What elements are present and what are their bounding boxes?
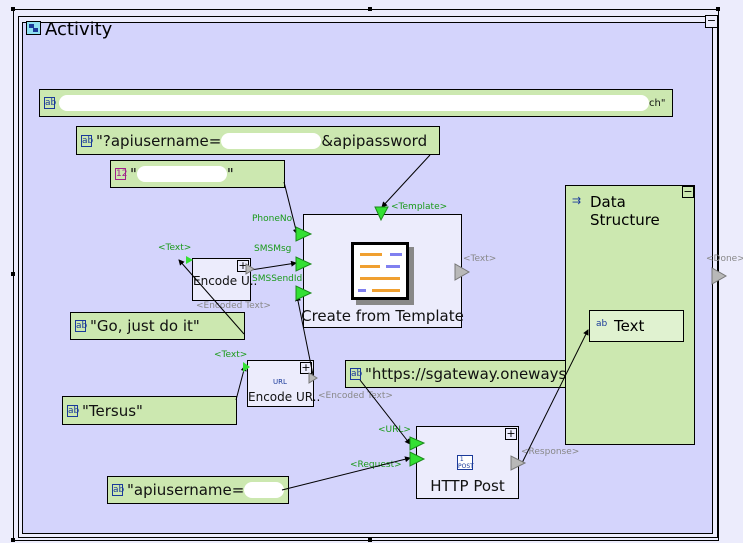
node-title: HTTP Post [430,477,505,495]
input-port-url [409,436,426,451]
flow-line [381,154,431,208]
input-port-phone [295,226,313,242]
flow-line [178,259,245,335]
redacted [221,132,322,149]
selection-handles [11,7,720,542]
port-label: <Text> [463,254,497,264]
output-port-encode2 [308,372,318,384]
text-constant-icon: ab [67,404,80,417]
constant-text: "https://sgateway.onewaysms [365,365,589,383]
port-label: <Request> [350,460,402,470]
flow-line [281,456,411,491]
url-icon: URL [273,378,287,386]
constant-number[interactable]: 12"" [110,160,285,188]
data-structure-node[interactable]: ⇉ Data Structure − ab Text [565,185,695,445]
port-label: SMSMsg [254,244,292,254]
node-title: Encode UR.. [248,390,321,404]
redacted [244,482,285,498]
constant-message[interactable]: ab"Go, just do it" [70,312,245,340]
constant-text: "?apiusername= [96,131,222,150]
constant-api-query[interactable]: ab"?apiusername= &apipassword [76,126,440,155]
port-label: PhoneNo [252,214,293,224]
create-from-template-node[interactable]: Create from Template [301,214,464,328]
text-field[interactable]: ab Text [589,310,684,342]
text-constant-icon: ab [112,484,125,496]
constant-text: "Go, just do it" [90,317,200,335]
text-constant-icon: ab [350,368,363,380]
flow-line [250,260,297,271]
port-label: <URL> [378,425,411,435]
text-constant-icon: ab [81,134,94,147]
flow-line [283,181,299,235]
ports [186,206,728,471]
constant-text: "Tersus" [82,401,143,420]
input-port-sender [295,285,313,301]
constant-text: "apiusername= [127,481,245,499]
encode-url-node-1[interactable]: +Encode U.. [192,258,258,301]
minimize-button[interactable]: − [682,185,694,198]
data-structure-icon: ⇉ [572,194,582,207]
flow-line [521,329,589,464]
input-port-encode1 [186,256,193,264]
input-port-request [409,451,426,467]
constant-apiusername[interactable]: ab"apiusername= [107,476,290,504]
node-title: Encode U.. [193,274,258,288]
flow-line [359,379,411,445]
constant-text: &apipassword [321,131,428,150]
port-label: <Text> [214,350,248,360]
output-port-text [454,263,471,281]
flow-line [295,295,314,376]
port-label: <Text> [158,243,192,253]
node-title: Data Structure [590,193,660,229]
activity-title: Activity [45,19,113,40]
text-constant-icon: ab [75,320,88,332]
text-constant-icon: ab [44,97,57,109]
template-icon [351,242,409,300]
port-label: <Template> [391,202,448,212]
constant-https[interactable]: ab"https://sgateway.onewaysms [345,360,594,388]
input-port-msg [295,256,313,272]
flow-line [235,365,247,401]
port-label: <Encoded Text> [196,301,271,311]
expand-button[interactable]: + [505,427,517,440]
port-label: <Response> [521,447,580,457]
text-field-icon: ab [596,319,608,329]
exit-port-label: <Done> [706,254,743,264]
output-port-encode1 [245,263,255,275]
constant-tersus[interactable]: ab"Tersus" [62,396,237,425]
port-label: <Encoded Text> [318,391,393,401]
node-title: Create from Template [301,307,464,325]
constant-text: " [130,165,137,183]
input-port-template [374,206,389,222]
constant-url-base[interactable]: ab ch" [39,89,673,117]
input-port-encode2 [243,362,250,372]
constant-text: " [226,165,234,183]
field-label: Text [614,317,645,335]
exit-port-done [711,267,728,285]
port-label: SMSSendId [252,274,303,284]
output-port-response [510,455,527,471]
activity-icon [26,21,41,35]
activity-minimize-button[interactable]: − [705,14,718,28]
constant-text: ch" [649,97,666,109]
redacted [59,95,649,111]
number-constant-icon: 12 [115,168,128,180]
redacted [136,166,227,182]
